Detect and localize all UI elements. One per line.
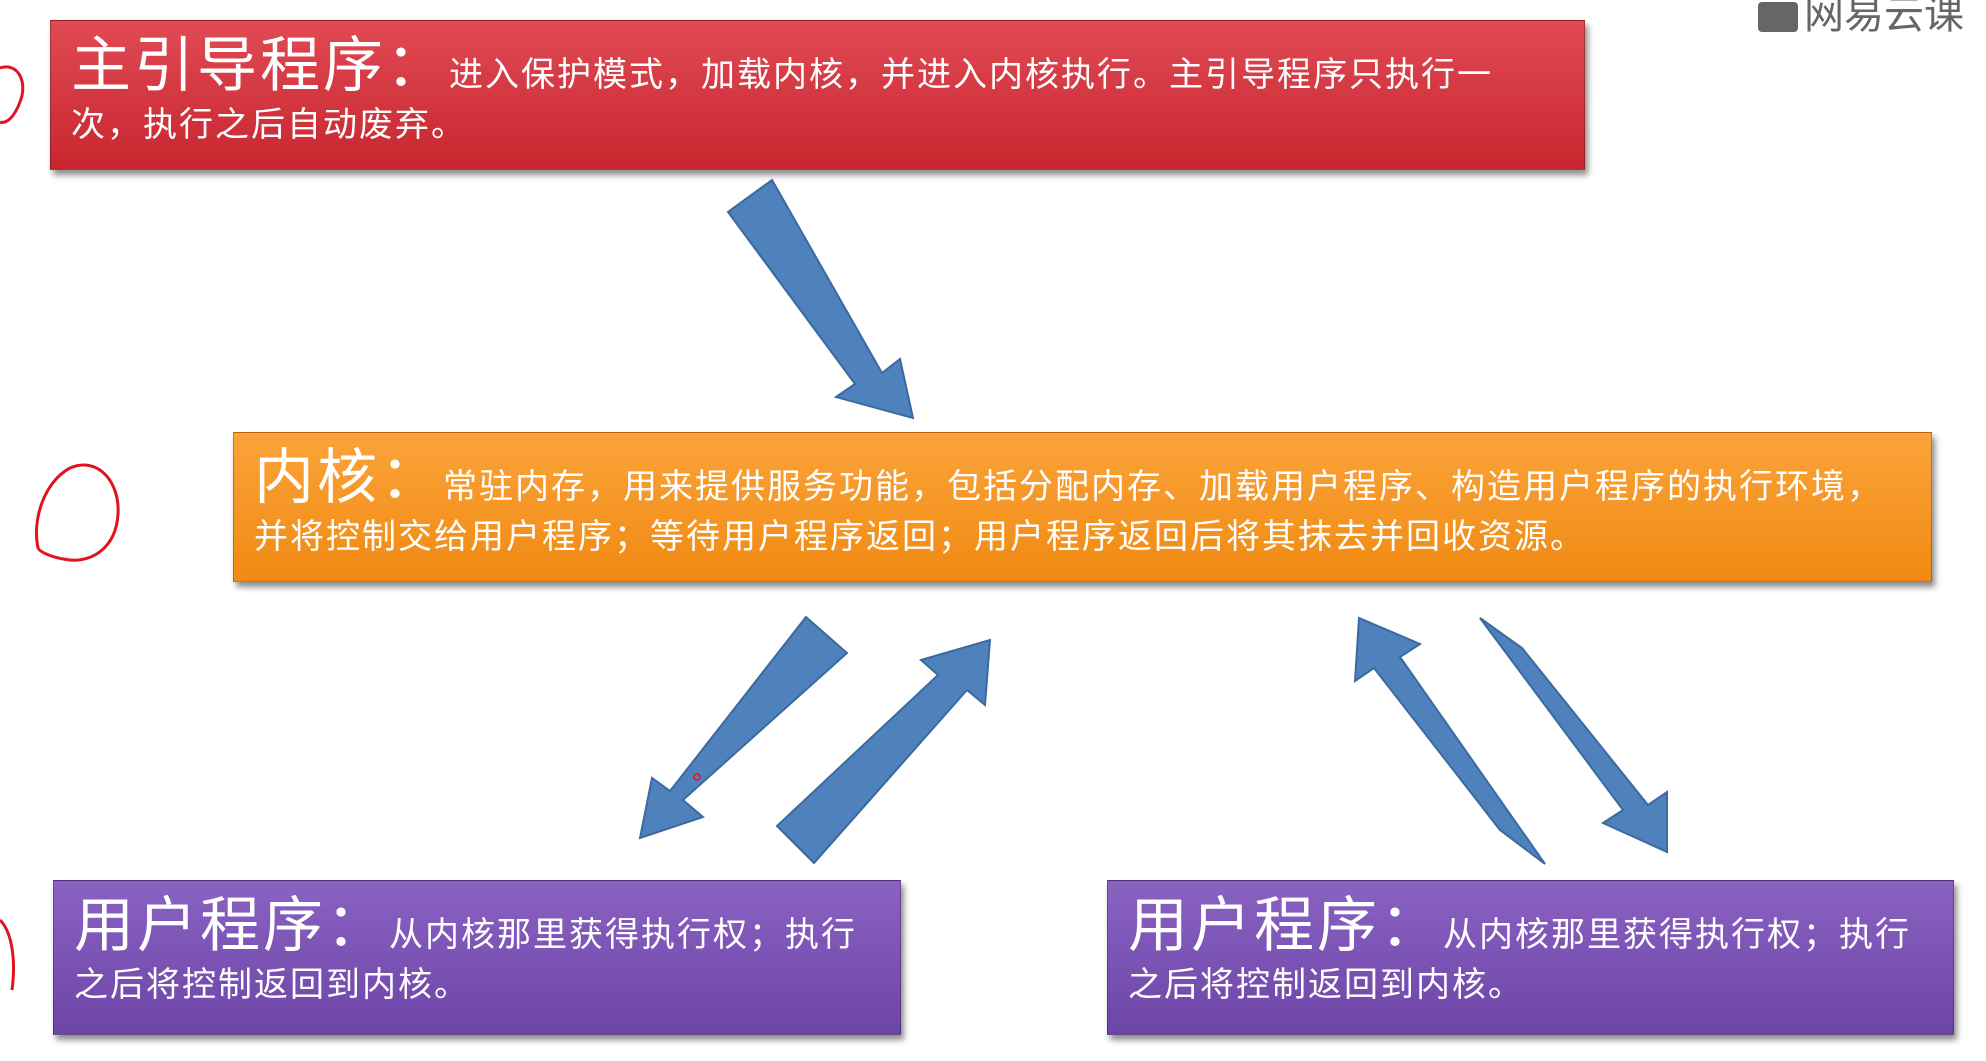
arrow-kernel-to-user2 (1479, 617, 1668, 854)
handwritten-mark-middle (35, 463, 120, 562)
user-program-left-title: 用户程序： (74, 891, 389, 961)
user-program-box-left: 用户程序：从内核那里获得执行权；执行之后将控制返回到内核。 (53, 880, 901, 1035)
arrow-boot-to-kernel (726, 178, 915, 420)
handwritten-mark-top (0, 65, 25, 124)
boot-loader-text: 进入保护模式，加载内核，并进入内核执行。主引导程序只执行一次，执行之后自动废弃。 (71, 55, 1493, 145)
watermark: 网易云课 (1758, 0, 1964, 40)
boot-loader-title: 主引导程序： (71, 31, 449, 101)
handwritten-mark-bottom (0, 918, 15, 991)
arrow-user2-to-kernel (1353, 616, 1546, 865)
kernel-title: 内核： (254, 443, 443, 513)
arrow-user1-to-kernel (775, 638, 992, 865)
user-program-left-text: 从内核那里获得执行权；执行之后将控制返回到内核。 (74, 915, 857, 1005)
cursor-dot (693, 773, 701, 781)
watermark-text: 网易云课 (1804, 0, 1964, 38)
watermark-logo-icon (1758, 2, 1798, 32)
arrow-kernel-to-user1 (638, 615, 849, 840)
kernel-box: 内核：常驻内存，用来提供服务功能，包括分配内存、加载用户程序、构造用户程序的执行… (233, 432, 1932, 582)
kernel-text: 常驻内存，用来提供服务功能，包括分配内存、加载用户程序、构造用户程序的执行环境，… (254, 467, 1883, 557)
user-program-right-title: 用户程序： (1128, 891, 1443, 961)
boot-loader-box: 主引导程序：进入保护模式，加载内核，并进入内核执行。主引导程序只执行一次，执行之… (50, 20, 1585, 170)
user-program-box-right: 用户程序：从内核那里获得执行权；执行之后将控制返回到内核。 (1107, 880, 1954, 1035)
user-program-right-text: 从内核那里获得执行权；执行之后将控制返回到内核。 (1128, 915, 1911, 1005)
